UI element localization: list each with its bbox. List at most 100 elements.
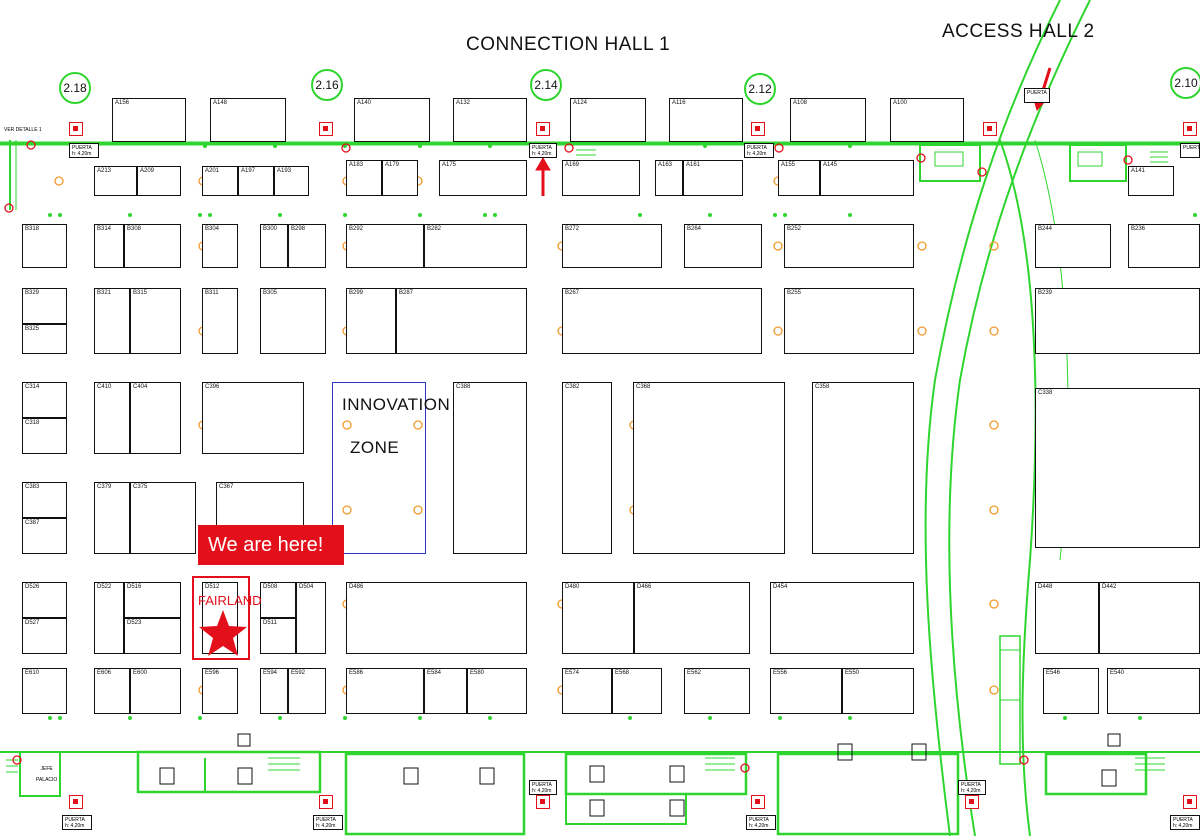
booth-A163[interactable]: A163 <box>655 160 683 196</box>
booth-A175[interactable]: A175 <box>439 160 527 196</box>
booth-B299[interactable]: B299 <box>346 288 396 354</box>
booth-C383[interactable]: C383 <box>22 482 67 518</box>
booth-E606[interactable]: E606 <box>94 668 130 714</box>
booth-D448[interactable]: D448 <box>1035 582 1099 654</box>
booth-B308[interactable]: B308 <box>124 224 181 268</box>
booth-C404[interactable]: C404 <box>130 382 181 454</box>
booth-C368[interactable]: C368 <box>633 382 785 554</box>
booth-A108[interactable]: A108 <box>790 98 866 142</box>
booth-D466[interactable]: D466 <box>634 582 750 654</box>
booth-B321[interactable]: B321 <box>94 288 130 354</box>
booth-B255[interactable]: B255 <box>784 288 914 354</box>
booth-E586[interactable]: E586 <box>346 668 424 714</box>
office-line-1: JEFE <box>40 766 53 772</box>
booth-E562[interactable]: E562 <box>684 668 750 714</box>
booth-A141[interactable]: A141 <box>1128 166 1174 196</box>
booth-B239[interactable]: B239 <box>1035 288 1200 354</box>
booth-A183[interactable]: A183 <box>346 160 382 196</box>
booth-E550[interactable]: E550 <box>842 668 914 714</box>
booth-D504[interactable]: D504 <box>296 582 326 654</box>
booth-A197[interactable]: A197 <box>238 166 274 196</box>
booth-A156[interactable]: A156 <box>112 98 186 142</box>
booth-A213[interactable]: A213 <box>94 166 137 196</box>
innovation-zone-area[interactable] <box>332 382 426 554</box>
booth-D442[interactable]: D442 <box>1099 582 1200 654</box>
booth-C318[interactable]: C318 <box>22 418 67 454</box>
booth-id: B287 <box>399 290 414 296</box>
booth-E574[interactable]: E574 <box>562 668 612 714</box>
booth-C379[interactable]: C379 <box>94 482 130 554</box>
booth-D516[interactable]: D516 <box>124 582 181 618</box>
booth-B267[interactable]: B267 <box>562 288 762 354</box>
fairland-booth-highlight[interactable] <box>192 576 250 660</box>
booth-A124[interactable]: A124 <box>570 98 646 142</box>
booth-C382[interactable]: C382 <box>562 382 612 554</box>
booth-A145[interactable]: A145 <box>820 160 914 196</box>
booth-B304[interactable]: B304 <box>202 224 238 268</box>
booth-D522[interactable]: D522 <box>94 582 124 654</box>
booth-C358[interactable]: C358 <box>812 382 914 554</box>
booth-D508[interactable]: D508 <box>260 582 296 618</box>
booth-A155[interactable]: A155 <box>778 160 820 196</box>
booth-id: A124 <box>573 100 588 106</box>
booth-E596[interactable]: E596 <box>202 668 238 714</box>
booth-E592[interactable]: E592 <box>288 668 326 714</box>
booth-D527[interactable]: D527 <box>22 618 67 654</box>
booth-C410[interactable]: C410 <box>94 382 130 454</box>
booth-A169[interactable]: A169 <box>562 160 640 196</box>
booth-D526[interactable]: D526 <box>22 582 67 618</box>
booth-E600[interactable]: E600 <box>130 668 181 714</box>
booth-id: E540 <box>1110 670 1125 676</box>
booth-B292[interactable]: B292 <box>346 224 424 268</box>
booth-E594[interactable]: E594 <box>260 668 288 714</box>
booth-E546[interactable]: E546 <box>1043 668 1099 714</box>
booth-A161[interactable]: A161 <box>683 160 743 196</box>
door-name: PUERTA <box>1027 90 1047 96</box>
booth-A201[interactable]: A201 <box>202 166 238 196</box>
booth-D511[interactable]: D511 <box>260 618 296 654</box>
booth-D486[interactable]: D486 <box>346 582 527 654</box>
booth-B314[interactable]: B314 <box>94 224 124 268</box>
booth-B300[interactable]: B300 <box>260 224 288 268</box>
emergency-exit-icon <box>536 122 550 136</box>
booth-D480[interactable]: D480 <box>562 582 634 654</box>
booth-E540[interactable]: E540 <box>1107 668 1200 714</box>
booth-B318[interactable]: B318 <box>22 224 67 268</box>
booth-C375[interactable]: C375 <box>130 482 196 554</box>
booth-A209[interactable]: A209 <box>137 166 181 196</box>
booth-id: B329 <box>25 290 40 296</box>
booth-E584[interactable]: E584 <box>424 668 467 714</box>
booth-D454[interactable]: D454 <box>770 582 914 654</box>
booth-B244[interactable]: B244 <box>1035 224 1111 268</box>
booth-C387[interactable]: C387 <box>22 518 67 554</box>
booth-B272[interactable]: B272 <box>562 224 662 268</box>
booth-C338[interactable]: C338 <box>1035 388 1200 548</box>
booth-A179[interactable]: A179 <box>382 160 418 196</box>
booth-B252[interactable]: B252 <box>784 224 914 268</box>
booth-C388[interactable]: C388 <box>453 382 527 554</box>
booth-A100[interactable]: A100 <box>890 98 964 142</box>
booth-B287[interactable]: B287 <box>396 288 527 354</box>
booth-B311[interactable]: B311 <box>202 288 238 354</box>
booth-B325[interactable]: B325 <box>22 324 67 354</box>
booth-E568[interactable]: E568 <box>612 668 662 714</box>
office-line-2: PALACIO <box>36 777 58 783</box>
booth-A193[interactable]: A193 <box>274 166 309 196</box>
booth-B264[interactable]: B264 <box>684 224 762 268</box>
booth-B329[interactable]: B329 <box>22 288 67 324</box>
booth-E580[interactable]: E580 <box>467 668 527 714</box>
booth-D523[interactable]: D523 <box>124 618 181 654</box>
booth-C396[interactable]: C396 <box>202 382 304 454</box>
booth-A140[interactable]: A140 <box>354 98 430 142</box>
booth-B315[interactable]: B315 <box>130 288 181 354</box>
booth-C314[interactable]: C314 <box>22 382 67 418</box>
booth-B236[interactable]: B236 <box>1128 224 1200 268</box>
booth-A148[interactable]: A148 <box>210 98 286 142</box>
booth-A116[interactable]: A116 <box>669 98 743 142</box>
booth-B298[interactable]: B298 <box>288 224 326 268</box>
booth-A132[interactable]: A132 <box>453 98 527 142</box>
booth-B305[interactable]: B305 <box>260 288 326 354</box>
booth-B282[interactable]: B282 <box>424 224 527 268</box>
booth-E556[interactable]: E556 <box>770 668 842 714</box>
booth-E610[interactable]: E610 <box>22 668 67 714</box>
